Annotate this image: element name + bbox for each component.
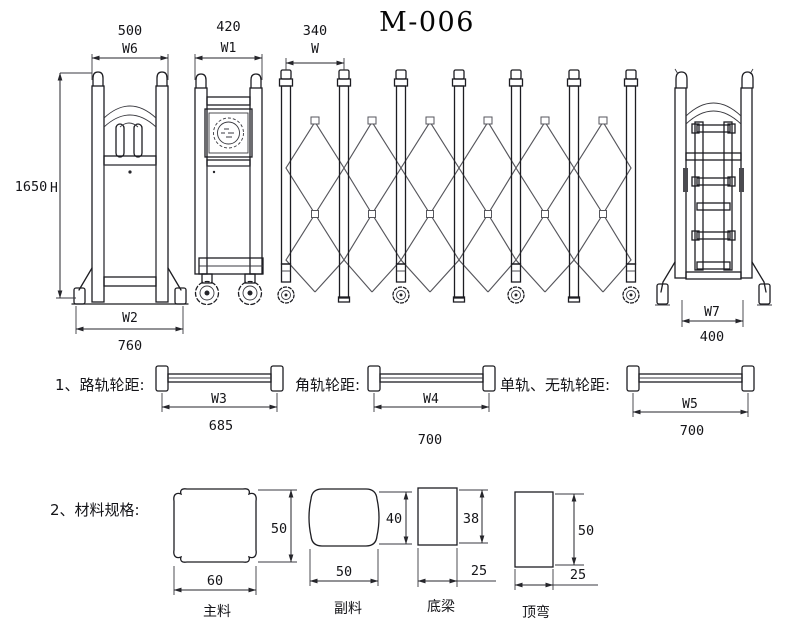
profile-bottom-beam: 38 25 底梁 [417, 487, 496, 615]
tail-post-base-width: 400 [700, 329, 724, 345]
wheel-spacing-trackless: 单轨、无轨轮距: W5 700 [500, 365, 755, 439]
profile-main-name: 主料 [203, 604, 231, 620]
profile-top-bend: 50 25 顶弯 [514, 491, 598, 621]
head-post-view: 500 W6 1650 H W2 760 [15, 23, 189, 354]
wheel-spacing-corner-dim-label: W4 [423, 392, 439, 407]
wheel-spacing-corner-value: 700 [418, 432, 442, 448]
drawing-title: M-006 [379, 7, 475, 38]
head-post-top-width: 500 [118, 23, 142, 39]
latch-clip-right [739, 168, 744, 192]
wheel-spacing-rail-label: 1、路轨轮距: [55, 376, 145, 394]
tail-post-view: W7 400 [655, 68, 772, 345]
wheel-spacing-trackless-value: 700 [680, 423, 704, 439]
profile-bottom-beam-name: 底梁 [427, 599, 455, 615]
wheel-spacing-corner: 角轨轮距: W4 700 [295, 365, 496, 448]
profile-top-bend-name: 顶弯 [522, 604, 550, 621]
head-post-base-width: 760 [118, 338, 142, 354]
profile-bottom-beam-height: 38 [463, 511, 479, 527]
trellis-pitch-label: W [311, 42, 319, 57]
ladder-rungs [691, 123, 736, 270]
profile-top-bend-width: 25 [570, 567, 586, 583]
head-post-height-label: H [50, 181, 58, 196]
wheel-spacing-rail-dim-label: W3 [211, 392, 227, 407]
wheel-spacing-corner-label: 角轨轮距: [295, 376, 360, 394]
profile-secondary-tube: 40 50 副料 [308, 488, 412, 617]
profile-bottom-beam-width: 25 [471, 563, 487, 579]
head-post-height: 1650 [15, 179, 48, 195]
profile-secondary-height: 40 [386, 511, 402, 527]
latch-clip-left [683, 168, 688, 192]
materials-heading: 2、材料规格: [50, 501, 140, 519]
profile-secondary-name: 副料 [334, 601, 362, 617]
profile-main-height: 50 [271, 521, 287, 537]
brand-emblem-icon [213, 117, 244, 149]
head-post-top-width-label: W6 [122, 42, 138, 57]
tail-post-base-width-label: W7 [704, 305, 720, 320]
profile-main-tube: 50 60 主料 [173, 488, 297, 620]
profile-top-bend-height: 50 [578, 523, 594, 539]
motor-unit-width: 420 [216, 19, 240, 35]
wheel-spacing-trackless-label: 单轨、无轨轮距: [500, 376, 610, 394]
profile-main-width: 60 [207, 573, 223, 589]
profile-secondary-width: 50 [336, 564, 352, 580]
trellis-view: 340 W [277, 23, 640, 304]
wheel-spacing-rail-value: 685 [209, 418, 233, 434]
trellis-pitch: 340 [303, 23, 327, 39]
wheel-spacing-rail: 1、路轨轮距: W3 685 [55, 365, 284, 434]
wheel-spacing-trackless-dim-label: W5 [682, 397, 698, 412]
motor-unit-view: 420 W1 [194, 19, 264, 306]
head-post-base-width-label: W2 [122, 311, 138, 326]
motor-unit-width-label: W1 [221, 41, 237, 56]
